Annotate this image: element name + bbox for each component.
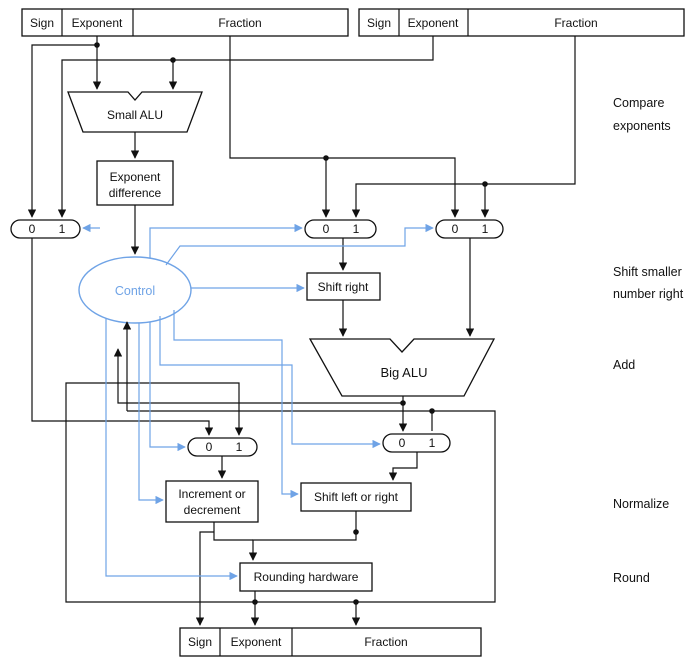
shift-left-right-label: Shift left or right xyxy=(314,490,399,504)
input-a-exponent: Exponent xyxy=(72,16,123,30)
rounding-hardware-label: Rounding hardware xyxy=(254,570,359,584)
mux-fraction-small: 0 1 xyxy=(304,219,377,239)
input-b-frame xyxy=(358,8,685,37)
step-shift-1: Shift smaller xyxy=(613,265,682,279)
control-label: Control xyxy=(115,284,155,298)
mux-fraction-small-in0: 0 xyxy=(323,222,330,236)
rounding-hardware-box: Rounding hardware xyxy=(239,562,373,592)
step-round: Round xyxy=(613,571,650,585)
output-sign: Sign xyxy=(188,635,212,649)
small-alu-label: Small ALU xyxy=(107,108,163,122)
control-signals xyxy=(82,223,434,581)
mux-normalize-exponent-in1: 1 xyxy=(236,440,243,454)
mux-normalize-exponent-in0: 0 xyxy=(206,440,213,454)
shift-right-box: Shift right xyxy=(306,272,381,301)
incdec-label-1: Increment or xyxy=(178,487,245,501)
small-alu: Small ALU xyxy=(67,91,203,133)
mux-fraction-large-in1: 1 xyxy=(482,222,489,236)
mux-normalize-fraction-in0: 0 xyxy=(399,436,406,450)
input-register-a: Sign Exponent Fraction xyxy=(21,8,349,37)
big-alu-label: Big ALU xyxy=(381,365,428,380)
input-a-fraction: Fraction xyxy=(218,16,261,30)
exponent-difference-label-2: difference xyxy=(109,186,162,200)
datapath-wires xyxy=(27,36,576,626)
input-a-frame xyxy=(21,8,349,37)
exponent-difference-label-1: Exponent xyxy=(110,170,161,184)
mux-exponent-in0: 0 xyxy=(29,222,36,236)
incdec-label-2: decrement xyxy=(184,503,241,517)
output-fraction: Fraction xyxy=(364,635,407,649)
junction-dots xyxy=(94,42,488,605)
input-a-sign: Sign xyxy=(30,16,54,30)
mux-normalize-fraction-in1: 1 xyxy=(429,436,436,450)
mux-exponent-in1: 1 xyxy=(59,222,66,236)
input-b-exponent: Exponent xyxy=(408,16,459,30)
output-register: Sign Exponent Fraction xyxy=(179,627,482,657)
input-register-b: Sign Exponent Fraction xyxy=(358,8,685,37)
increment-decrement-box: Increment or decrement xyxy=(165,480,259,523)
input-b-sign: Sign xyxy=(367,16,391,30)
big-alu: Big ALU xyxy=(308,338,496,397)
input-b-fraction: Fraction xyxy=(554,16,597,30)
step-shift-2: number right xyxy=(613,287,684,301)
control-unit: Control xyxy=(78,256,192,324)
step-compare-1: Compare xyxy=(613,96,664,110)
mux-fraction-small-in1: 1 xyxy=(353,222,360,236)
exponent-difference-box: Exponent difference xyxy=(96,160,174,206)
shift-right-label: Shift right xyxy=(318,280,369,294)
step-compare-2: exponents xyxy=(613,119,671,133)
step-labels: Compare exponents Shift smaller number r… xyxy=(613,96,684,585)
output-exponent: Exponent xyxy=(231,635,282,649)
mux-normalize-fraction: 0 1 xyxy=(382,433,451,453)
step-normalize: Normalize xyxy=(613,497,669,511)
mux-fraction-large: 0 1 xyxy=(435,219,504,239)
mux-fraction-large-in0: 0 xyxy=(452,222,459,236)
mux-normalize-exponent: 0 1 xyxy=(187,437,258,457)
step-add: Add xyxy=(613,358,635,372)
mux-exponent: 0 1 xyxy=(10,219,81,239)
shift-left-right-box: Shift left or right xyxy=(300,482,412,512)
